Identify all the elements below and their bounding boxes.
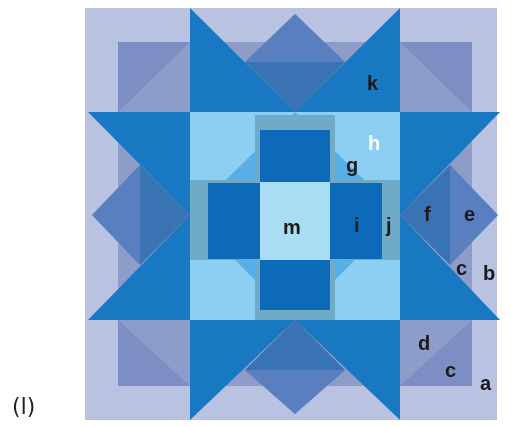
- diamond-bottom-half: [245, 370, 345, 414]
- diamond-right-half: [450, 165, 498, 265]
- figure-caption: (l): [12, 395, 35, 420]
- cross-square-left: [208, 183, 260, 259]
- label-i: i: [354, 215, 360, 237]
- corner-triangle-tr: [400, 42, 472, 112]
- label-m: m: [283, 217, 301, 239]
- center-square: [260, 182, 330, 260]
- label-h: h: [368, 133, 380, 155]
- star-point-right: [400, 215, 500, 320]
- cross-square-bottom: [260, 260, 330, 310]
- label-f: f: [424, 204, 431, 226]
- label-a: a: [480, 373, 492, 395]
- label-c-lower: c: [445, 360, 456, 382]
- cross-square-top: [260, 130, 330, 182]
- star-point-left: [88, 215, 190, 320]
- label-j: j: [385, 215, 392, 237]
- cross-square-right: [330, 183, 382, 259]
- label-g: g: [346, 155, 358, 177]
- corner-triangle-br: [400, 320, 472, 386]
- corner-triangle-bl: [118, 320, 190, 386]
- star-point-bottom: [295, 320, 400, 420]
- label-d: d: [418, 333, 430, 355]
- label-k: k: [367, 73, 379, 95]
- corner-triangle-tl: [118, 42, 190, 112]
- diamond-left-half: [92, 165, 140, 265]
- star-point-top: [295, 8, 400, 112]
- star-point-top: [190, 8, 295, 112]
- star-point-right: [400, 112, 500, 215]
- label-e: e: [464, 204, 475, 226]
- label-b: b: [483, 263, 495, 285]
- star-point-bottom: [190, 320, 295, 420]
- label-c-upper: c: [456, 258, 467, 280]
- star-point-left: [88, 112, 190, 215]
- diamond-top-half: [245, 14, 345, 62]
